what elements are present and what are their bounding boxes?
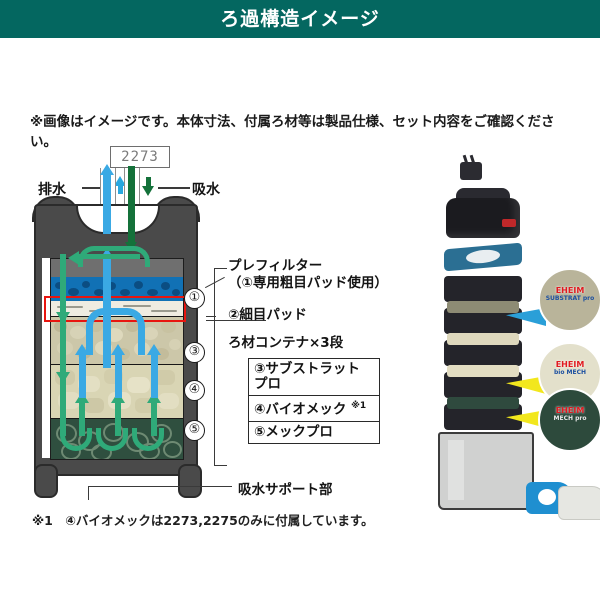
canister-top-notch <box>76 206 160 234</box>
media-tray-1 <box>444 276 522 302</box>
tank-gloss-highlight <box>448 440 464 500</box>
media-tray-2 <box>444 301 522 334</box>
media-tray-4 <box>444 365 522 398</box>
flow-darkgreen-inlet-stem <box>128 166 135 244</box>
hose-adapter-part <box>460 154 482 180</box>
callout-substrat-pro: EHEIM SUBSTRAT pro <box>538 268 600 332</box>
tray-media-biomech <box>447 333 519 345</box>
media-item-substrat-pro: ③サブストラット プロ <box>249 359 379 396</box>
flow-blue-up-left-head <box>75 344 89 355</box>
flow-uturn-right <box>132 428 164 451</box>
flow-blue-center-head <box>100 248 114 259</box>
callout-brand-biomech: EHEIM <box>555 360 585 369</box>
flow-blue-up-right-stem <box>151 354 158 398</box>
pump-indicator-chip <box>502 219 516 227</box>
legend-container-title: ろ材コンテナ×3段 <box>228 335 344 351</box>
flow-blue-pipe-head <box>100 164 114 175</box>
legend-fine-pad: ②細目パッド <box>228 307 307 323</box>
blue-pad-hole <box>466 248 500 265</box>
marker-circle-3: ③ <box>184 342 205 363</box>
media-tray-5 <box>444 397 522 430</box>
inlet-arrow-down-icon <box>142 186 154 196</box>
pump-head <box>446 198 520 238</box>
flow-green-bypass-head-2 <box>56 372 70 383</box>
support-part-label: 吸水サポート部 <box>238 482 333 498</box>
callout-brand-mechpro: EHEIM <box>555 406 585 415</box>
legend-prefilter-title: プレフィルター <box>228 258 323 274</box>
legend-bracket <box>214 268 227 466</box>
header-bar <box>0 0 600 38</box>
page-title: ろ過構造イメージ <box>220 8 380 30</box>
support-leader-horizontal <box>88 486 232 488</box>
flow-green-bypass-stem <box>60 254 66 436</box>
media-tray-3 <box>444 333 522 366</box>
media-label-3: ③サブストラット <box>254 361 360 377</box>
inlet-flow-label: 吸水 <box>192 182 220 198</box>
filter-cross-section-diagram <box>32 164 202 498</box>
prefilter-blue-pad-part <box>444 242 522 272</box>
flow-green-up-center-stem <box>115 402 121 436</box>
inlet-leader-line <box>158 187 190 189</box>
flow-uturn-center <box>96 428 128 451</box>
bypass-channel <box>42 258 50 458</box>
flow-green-up-right-stem <box>151 402 157 436</box>
flow-uturn-left <box>60 428 92 451</box>
footnote-text: ※1 ④バイオメックは2273,2275のみに付属しています。 <box>32 513 374 528</box>
media-label-3-line2: プロ <box>254 376 281 392</box>
canister-foot-left <box>34 464 58 498</box>
exploded-product-illustration: EHEIM SUBSTRAT pro EHEIM bio MECH EHEIM … <box>398 154 600 520</box>
support-leader-vertical <box>88 486 90 500</box>
media-label-4: ④バイオメック <box>254 401 347 418</box>
media-item-mech-pro: ⑤メックプロ <box>249 422 379 443</box>
tray-media-substrat <box>447 301 519 313</box>
marker-circle-5: ⑤ <box>184 420 205 441</box>
flow-green-prefilter-head <box>68 251 79 265</box>
flow-blue-curve-right <box>114 308 145 355</box>
flow-blue-up-center-stem <box>115 354 122 398</box>
flow-green-up-left-stem <box>79 402 85 436</box>
flow-blue-curve-left <box>86 308 117 355</box>
tray-media-mechpro <box>447 397 519 409</box>
flow-blue-up-left-stem <box>79 354 86 398</box>
image-disclaimer-caption: ※画像はイメージです。本体寸法、付属ろ材等は製品仕様、セット内容をご確認ください… <box>30 114 555 150</box>
tray-media-biomech-2 <box>447 365 519 377</box>
model-number-badge: 2273 <box>110 146 170 168</box>
legend-block: プレフィルター （①専用粗目パッド使用） ②細目パッド ろ材コンテナ×3段 <box>228 258 408 352</box>
white-pad-accessory <box>558 486 600 520</box>
media-label-5: ⑤メックプロ <box>254 423 333 440</box>
fine-pad-leader <box>206 320 266 322</box>
canister-tank-part <box>438 432 534 510</box>
media-list-box: ③サブストラット プロ ④バイオメック ※1 ⑤メックプロ <box>248 358 380 444</box>
outlet-flow-label: 排水 <box>38 182 66 198</box>
callout-product-mechpro: MECH pro <box>553 415 587 422</box>
flow-blue-up-right-head <box>147 344 161 355</box>
callout-product-biomech: bio MECH <box>553 369 587 376</box>
canister-foot-right <box>178 464 202 498</box>
flow-green-prefilter-bar <box>78 254 140 259</box>
outlet-arrow-up-icon <box>114 176 126 186</box>
outlet-leader-line <box>82 187 114 189</box>
callout-product-substrat: SUBSTRAT pro <box>545 295 595 302</box>
media-item-bio-mech: ④バイオメック ※1 <box>249 396 379 422</box>
flow-blue-pipe-stem <box>103 174 111 234</box>
callout-brand-substrat: EHEIM <box>555 286 585 295</box>
fine-pad-leader-tick <box>206 316 216 318</box>
media-note-4: ※1 <box>351 401 367 411</box>
legend-prefilter-sub: （①専用粗目パッド使用） <box>228 275 388 291</box>
marker-circle-1: ① <box>184 288 205 309</box>
flow-green-bypass-head-1 <box>56 312 70 323</box>
marker-circle-4: ④ <box>184 380 205 401</box>
outlet-arrow-stem <box>118 185 123 194</box>
callout-mech-pro: EHEIM MECH pro <box>538 388 600 452</box>
blue-pad-accessory-hole <box>538 489 556 505</box>
inlet-arrow-stem <box>146 177 151 187</box>
